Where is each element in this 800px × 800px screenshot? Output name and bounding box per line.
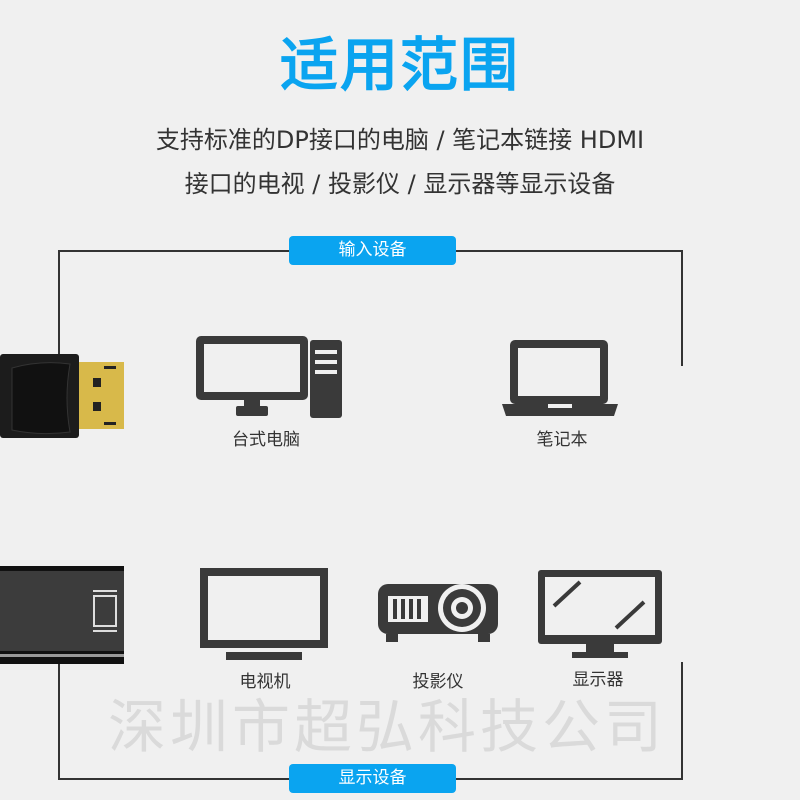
monitor-icon bbox=[538, 570, 662, 658]
dp-plug-image bbox=[0, 354, 124, 438]
projector-icon bbox=[378, 584, 498, 642]
device-label-monitor: 显示器 bbox=[572, 670, 624, 690]
laptop-icon bbox=[502, 340, 618, 416]
device-label-tv: 电视机 bbox=[239, 672, 291, 692]
input-devices-tag: 输入设备 bbox=[289, 236, 456, 265]
frame-line-right-bottom bbox=[681, 662, 683, 780]
desktop-icon bbox=[196, 336, 342, 418]
hdmi-plug-image bbox=[0, 566, 124, 664]
subtitle-line-1: 支持标准的DP接口的电脑 / 笔记本链接 HDMI bbox=[155, 126, 645, 154]
display-devices-tag: 显示设备 bbox=[289, 764, 456, 793]
tv-icon bbox=[200, 568, 328, 660]
page-title: 适用范围 bbox=[279, 31, 520, 99]
device-label-desktop: 台式电脑 bbox=[232, 430, 300, 450]
subtitle-line-2: 接口的电视 / 投影仪 / 显示器等显示设备 bbox=[184, 170, 616, 198]
watermark: 深圳市超弘科技公司 bbox=[108, 693, 667, 761]
frame-line-left-bottom bbox=[58, 662, 60, 780]
device-label-laptop: 笔记本 bbox=[536, 430, 588, 450]
frame-line-left-top bbox=[58, 250, 60, 360]
frame-line-right-top bbox=[681, 250, 683, 366]
device-label-projector: 投影仪 bbox=[412, 672, 464, 692]
